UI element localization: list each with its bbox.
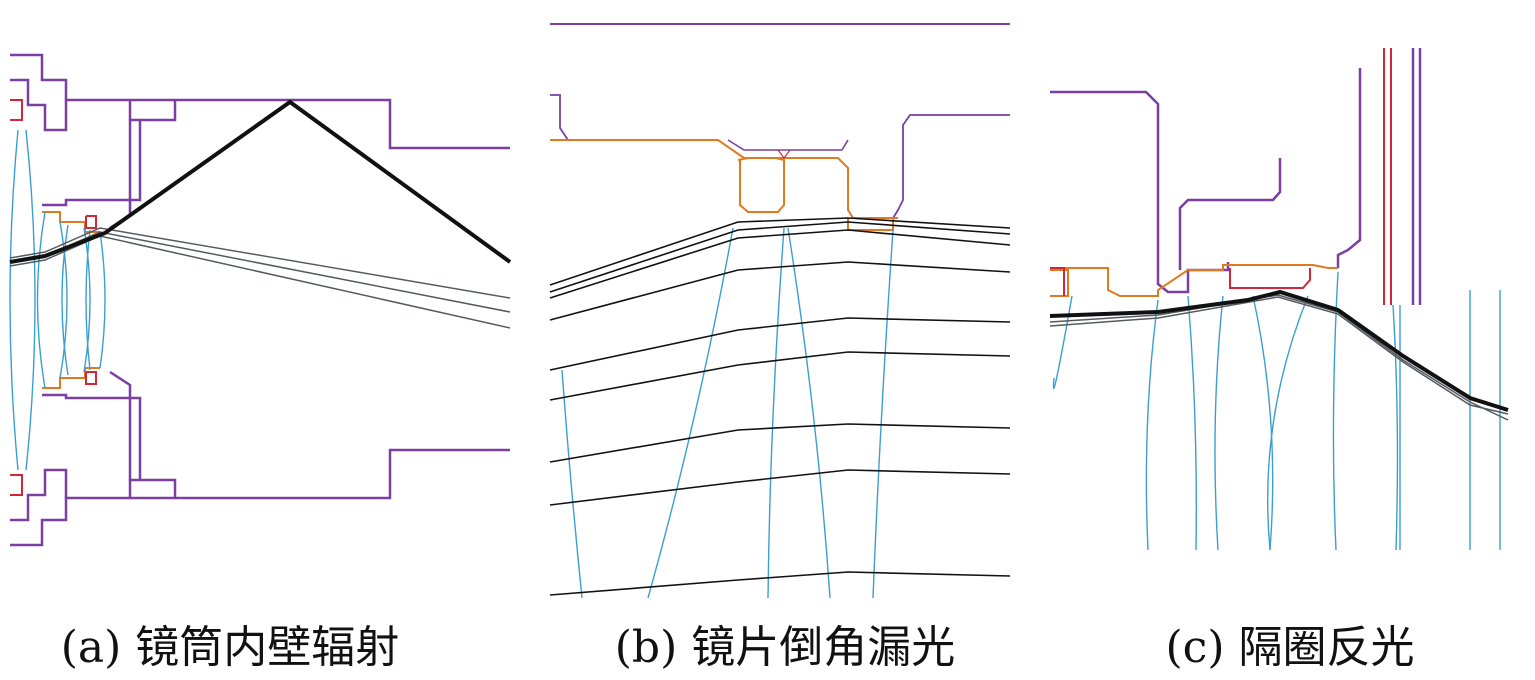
diagram-a [9,53,512,547]
ray-b-2 [549,221,1011,293]
red-spacer-top [85,215,97,229]
red-spacer-c [1229,268,1311,289]
lens-b-surface-4 [787,227,831,599]
lens-c-surface-6 [1266,295,1309,551]
mount-c [1050,264,1338,297]
ray-b-9 [549,571,1011,596]
lens-c-surface-1 [1052,295,1073,390]
lens-surface-7 [85,229,91,371]
mount-c-box-left [1050,269,1069,297]
mount-top [42,211,100,233]
red-spacer-top-left [10,99,23,121]
lens-b-surface-1 [561,369,583,599]
lens-b-surface-5 [872,229,894,599]
barrel-housing-bottom [10,448,510,547]
panel-b-lens-chamfer-leak: (b) 镜片倒角漏光 [548,0,1018,673]
mount-bottom [42,367,100,389]
inner-wall-bottom [130,478,177,498]
diagram-b [549,23,1011,599]
mount-b-right-box [847,218,894,231]
flange-top [10,78,68,132]
mount-b-left-box [737,157,785,213]
lens-surface-2 [25,129,36,471]
lens-surface-4 [59,221,68,379]
red-spacer-bottom-left [10,474,23,496]
lens-surface-8 [99,231,106,369]
lens-b-surface-3 [767,227,785,599]
panel-c-spacer-reflection: (c) 隔圈反光 [1048,0,1528,673]
ray-b-7 [549,423,1011,463]
mount-b-top [550,139,898,219]
housing-c-right [1336,68,1362,268]
barrel-housing-top [10,53,510,150]
lens-c-surface-5 [1252,295,1274,551]
wall-radiation-ray [9,99,512,264]
ray-b-4 [549,261,1011,321]
spider-top [128,100,142,202]
lens-c-surface-8 [1392,304,1399,551]
lens-surface-1 [9,129,19,471]
housing-mid-left [727,139,849,151]
lens-seat-bottom [42,370,132,400]
housing-c-top [1050,90,1230,294]
ray-b-8 [549,469,1011,506]
lens-b-surface-2 [647,227,734,599]
ray-b-5 [549,317,1011,371]
red-spacer-c-left [1050,267,1065,296]
spacer-reflection-ray [1049,289,1509,412]
lens-surface-6 [83,227,91,373]
flange-bottom [10,468,68,522]
red-chamfer-b [777,149,791,159]
spider-bottom [128,396,142,498]
panel-a-barrel-wall-radiation: (a) 镜筒内壁辐射 [0,0,520,673]
lens-c-surface-4 [1214,295,1224,551]
caption-c: (c) 隔圈反光 [1165,622,1415,673]
stray-ray-3 [9,235,511,329]
lens-c-surface-2 [1145,299,1159,551]
ray-c-2 [1049,296,1509,415]
caption-b: (b) 镜片倒角漏光 [614,622,956,673]
inner-wall-top [130,100,177,122]
lens-c-surface-3 [1187,295,1198,551]
diagram-c [1049,48,1509,551]
ray-b-3 [549,229,1011,299]
housing-right-block [892,114,1010,219]
lens-surface-3 [36,211,46,389]
ray-b-1 [549,217,1011,286]
caption-a: (a) 镜筒内壁辐射 [60,622,400,673]
ray-b-6 [549,351,1011,401]
stray-ray-1 [9,227,511,299]
red-spacer-bottom [85,371,97,385]
housing-left-step [550,94,569,141]
housing-c-mid [1178,158,1282,270]
